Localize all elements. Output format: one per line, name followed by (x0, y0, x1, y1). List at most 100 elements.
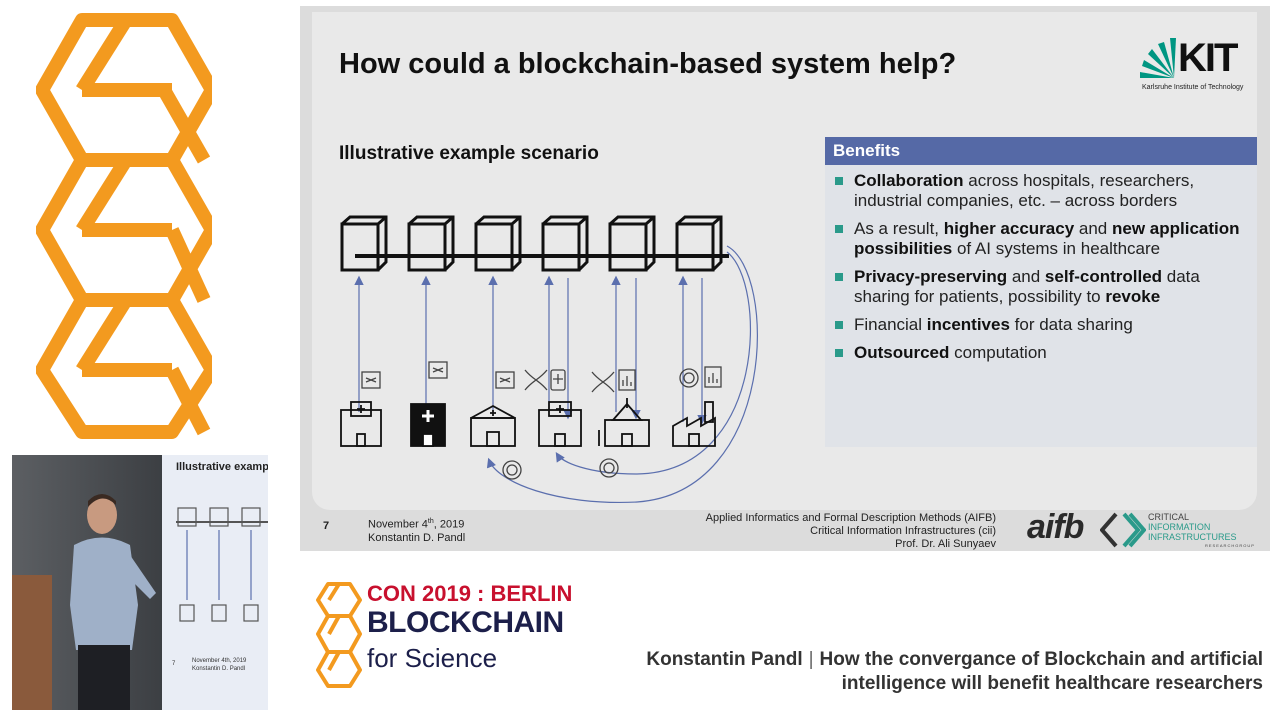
slide-subtitle: Illustrative example scenario (339, 143, 599, 164)
participant-icons (340, 398, 716, 447)
slide-author: Konstantin D. Pandl (368, 531, 466, 544)
orange-cube-logo (36, 13, 212, 439)
block-chain (340, 215, 729, 272)
coin-icon (502, 460, 522, 480)
talk-caption: Konstantin Pandl|How the convergance of … (560, 648, 1263, 696)
benefits-list: Collaboration across hospitals, research… (825, 171, 1257, 363)
projected-slide: Illustrative examp 7 November 4th, 2019 … (162, 455, 268, 710)
kit-logo: KIT Karlsruhe Institute of Technology (1140, 34, 1258, 96)
conference-tagline: for Science (367, 643, 498, 673)
dna-icon (591, 371, 615, 393)
benefit-bold: Privacy-preserving (854, 267, 1008, 286)
conference-event: CON 2019 : BERLIN (367, 581, 573, 606)
benefit-item: Financial incentives for data sharing (825, 315, 1257, 335)
benefit-item: Outsourced computation (825, 343, 1257, 363)
kit-subtitle: Karlsruhe Institute of Technology (1142, 84, 1244, 91)
cii-chevrons-icon (1100, 512, 1146, 548)
chart-icon (618, 369, 636, 391)
benefit-text: and (1074, 219, 1112, 238)
coin-icon (679, 368, 699, 388)
benefit-text: data sharing for patients, possibility t… (854, 267, 1200, 306)
xray-icon (428, 361, 448, 379)
benefit-bold: Collaboration (854, 171, 964, 190)
cii-line: CRITICAL (1148, 512, 1190, 522)
benefit-bold: new application possibilities (854, 219, 1240, 258)
cii-line: INFRASTRUCTURES (1148, 532, 1237, 542)
benefit-bold: higher accuracy (943, 219, 1075, 238)
benefit-item: As a result, higher accuracy and new app… (825, 219, 1257, 259)
square-bullet-icon (835, 225, 843, 233)
xray-icon (495, 371, 515, 389)
cii-logo: CRITICAL INFORMATION INFRASTRUCTURES RES… (1100, 510, 1254, 550)
square-bullet-icon (835, 177, 843, 185)
projected-title: Illustrative examp (176, 461, 268, 473)
benefit-text: computation (949, 343, 1047, 362)
benefit-item: Privacy-preserving and self-controlled d… (825, 267, 1257, 307)
inst-line: Critical Information Infrastructures (ci… (810, 525, 996, 537)
date-year: , 2019 (433, 518, 465, 531)
inst-line: Applied Informatics and Formal Descripti… (705, 512, 996, 524)
projected-diagram (176, 507, 268, 622)
hospital-icon (340, 401, 382, 447)
projected-date: November 4th, 2019 (192, 658, 247, 664)
institution-info: Applied Informatics and Formal Descripti… (640, 512, 996, 551)
benefit-text: and (1007, 267, 1045, 286)
benefit-text: As a result, (854, 219, 944, 238)
factory-icon (672, 401, 716, 447)
projected-page-number: 7 (172, 661, 176, 667)
caption-separator: | (808, 649, 814, 670)
hospital-icon (410, 403, 446, 447)
block-5 (608, 215, 656, 272)
square-bullet-icon (835, 349, 843, 357)
benefit-text: Financial (854, 315, 927, 334)
coin-icon (599, 458, 619, 478)
block-2 (407, 215, 455, 272)
cii-line: INFORMATION (1148, 522, 1211, 532)
benefit-item: Collaboration across hospitals, research… (825, 171, 1257, 211)
benefit-text: across hospitals, researchers, industria… (854, 171, 1195, 210)
conference-name: BLOCKCHAIN (367, 606, 564, 639)
talk-title-line: How the convergance of Blockchain and ar… (819, 649, 1263, 670)
cii-text: CRITICAL INFORMATION INFRASTRUCTURES (1148, 512, 1237, 542)
date-sup: th (427, 518, 434, 525)
inst-line: Prof. Dr. Ali Sunyaev (895, 538, 996, 550)
medicine-icon (550, 369, 566, 391)
projected-author: Konstantin D. Pandl (192, 665, 246, 672)
block-6 (675, 215, 723, 272)
block-4 (541, 215, 589, 272)
data-icons (361, 361, 722, 480)
clinic-icon (470, 404, 516, 447)
benefit-bold: incentives (926, 315, 1010, 334)
data-arrows (354, 245, 758, 504)
benefits-panel: Benefits Collaboration across hospitals,… (825, 137, 1257, 447)
block-1 (340, 215, 388, 272)
square-bullet-icon (835, 321, 843, 329)
slide-date-author: November 4th, 2019 Konstantin D. Pandl (368, 515, 465, 545)
speaker-person (70, 494, 156, 710)
square-bullet-icon (835, 273, 843, 281)
chart-icon (704, 366, 722, 388)
blockchain-diagram (340, 215, 758, 504)
dna-icon (524, 369, 548, 391)
aifb-logo: aifb (1027, 508, 1084, 546)
speaker-name: Konstantin Pandl (646, 649, 803, 670)
presentation-slide: How could a blockchain-based system help… (300, 6, 1270, 551)
slide-body: How could a blockchain-based system help… (312, 12, 1257, 510)
benefit-bold: Outsourced (854, 343, 950, 362)
slide-title: How could a blockchain-based system help… (339, 48, 957, 80)
block-3 (474, 215, 522, 272)
cii-research-group: RESEARCHGROUP (1205, 543, 1255, 548)
xray-icon (361, 371, 381, 389)
slide-page-number: 7 (323, 520, 330, 532)
benefit-bold: self-controlled (1044, 267, 1163, 286)
projected-footer: November 4th, 2019 Konstantin D. Pandl (192, 658, 246, 674)
benefit-text: of AI systems in healthcare (952, 239, 1161, 258)
kit-letters: KIT (1178, 36, 1238, 80)
benefits-header: Benefits (825, 137, 1257, 165)
speaker-video: Illustrative examp 7 November 4th, 2019 … (12, 455, 268, 710)
university-icon (598, 398, 650, 447)
benefit-text: for data sharing (1009, 315, 1133, 334)
benefit-bold: revoke (1105, 287, 1161, 306)
date-day: November 4 (368, 518, 428, 531)
wooden-door (12, 575, 52, 710)
